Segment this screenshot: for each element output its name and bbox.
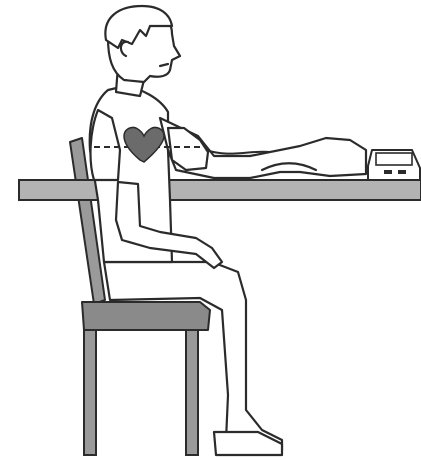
chair-front-leg xyxy=(186,330,198,455)
chair-seat xyxy=(82,302,210,330)
person-icon xyxy=(90,6,366,455)
table-icon xyxy=(19,180,421,200)
blood-pressure-monitor-icon xyxy=(368,150,420,180)
monitor-screen xyxy=(376,153,412,165)
monitor-button-right xyxy=(398,170,406,174)
monitor-button-left xyxy=(384,170,392,174)
chair-back-leg xyxy=(84,320,96,455)
